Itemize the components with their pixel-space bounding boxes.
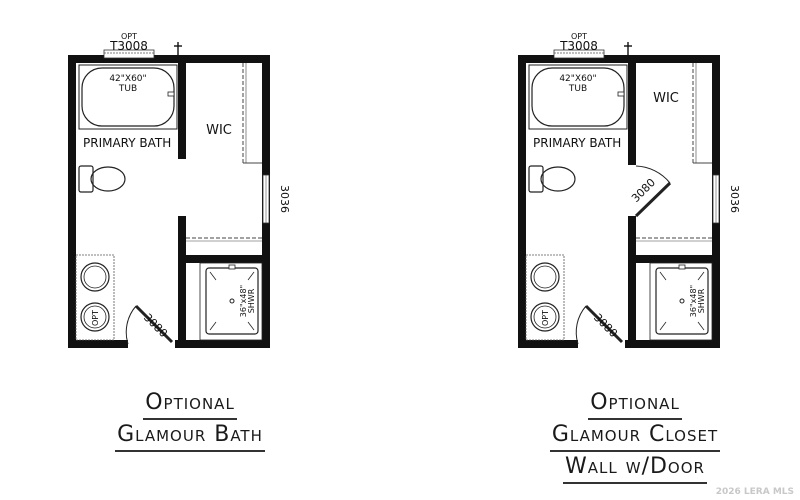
wall bbox=[628, 255, 720, 263]
sink-opt-label: OPT bbox=[91, 310, 100, 326]
wall bbox=[518, 55, 526, 348]
sink bbox=[80, 262, 110, 292]
window-opt-label: OPT bbox=[121, 32, 137, 41]
wall bbox=[178, 255, 270, 263]
toilet bbox=[528, 165, 544, 193]
closet-window-label: 3036 bbox=[728, 185, 741, 213]
entry-door bbox=[134, 304, 174, 344]
window-opt-label: OPT bbox=[571, 32, 587, 41]
wall bbox=[175, 340, 270, 348]
wall bbox=[628, 216, 636, 348]
tub-size-label: 42"X60" bbox=[559, 74, 596, 84]
wall bbox=[68, 55, 270, 63]
shower bbox=[649, 262, 713, 341]
sink-opt-label: OPT bbox=[541, 310, 550, 326]
caption-line: Glamour Closet bbox=[549, 420, 721, 452]
caption-glamour-bath: Optional Glamour Bath bbox=[90, 388, 290, 452]
toilet bbox=[78, 165, 94, 193]
sink-optional bbox=[80, 302, 110, 332]
plan-glamour-bath: OPT T3008 42"X60" TUB PRIMARY BATH WIC 3… bbox=[68, 32, 291, 348]
bathtub bbox=[78, 64, 178, 130]
tub-size-label: 42"X60" bbox=[109, 74, 146, 84]
wall bbox=[518, 340, 578, 348]
vanity bbox=[525, 254, 565, 341]
room-label-wic: WIC bbox=[653, 91, 679, 106]
sink bbox=[530, 262, 560, 292]
wall bbox=[178, 55, 186, 159]
closet-window-label: 3036 bbox=[278, 185, 291, 213]
caption-line: Optional bbox=[588, 388, 682, 420]
caption-line: Wall w/Door bbox=[563, 452, 707, 484]
window-label: T3008 bbox=[109, 39, 148, 53]
tub-label: TUB bbox=[118, 84, 137, 94]
wall bbox=[68, 55, 76, 348]
tub-label: TUB bbox=[568, 84, 587, 94]
caption-line: Optional bbox=[143, 388, 237, 420]
caption-line: Glamour Bath bbox=[115, 420, 265, 452]
window-label: T3008 bbox=[559, 39, 598, 53]
room-label-primary-bath: PRIMARY BATH bbox=[83, 136, 171, 150]
shower-label: SHWR bbox=[697, 288, 706, 313]
closet-door bbox=[634, 181, 672, 218]
wall bbox=[628, 55, 636, 165]
caption-glamour-closet: Optional Glamour Closet Wall w/Door bbox=[520, 388, 750, 484]
room-label-wic: WIC bbox=[206, 123, 232, 138]
shower bbox=[199, 262, 263, 341]
bathtub bbox=[528, 64, 628, 130]
sink-optional bbox=[530, 302, 560, 332]
window bbox=[553, 49, 605, 59]
window bbox=[103, 49, 155, 59]
shower-size-label: 36"x48" bbox=[689, 285, 698, 317]
watermark: 2026 LERA MLS bbox=[715, 487, 794, 497]
wall bbox=[518, 55, 720, 63]
plan-glamour-closet-wall-door: OPT T3008 42"X60" TUB PRIMARY BATH WIC 3… bbox=[518, 32, 741, 348]
wall bbox=[68, 340, 128, 348]
entry-door bbox=[584, 304, 624, 344]
shower-label: SHWR bbox=[247, 288, 256, 313]
shower-size-label: 36"x48" bbox=[239, 285, 248, 317]
wall bbox=[625, 340, 720, 348]
room-label-primary-bath: PRIMARY BATH bbox=[533, 136, 621, 150]
vanity bbox=[75, 254, 115, 341]
wall bbox=[178, 216, 186, 348]
